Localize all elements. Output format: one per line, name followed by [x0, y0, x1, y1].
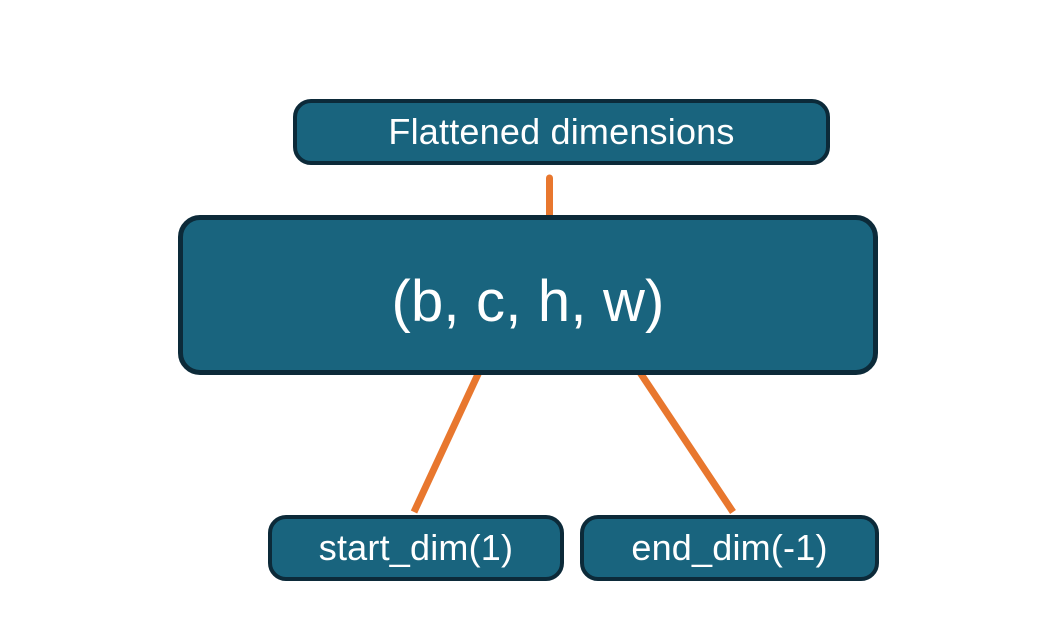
flattened-dimensions-box[interactable]: Flattened dimensions	[293, 99, 830, 165]
end-dim-label: end_dim(-1)	[631, 527, 828, 568]
start-dim-box[interactable]: start_dim(1)	[268, 515, 564, 581]
tensor-shape-box[interactable]: (b, c, h, w)	[178, 215, 878, 375]
tensor-shape-label: (b, c, h, w)	[391, 269, 665, 334]
end-dim-box[interactable]: end_dim(-1)	[580, 515, 879, 581]
start-dim-label: start_dim(1)	[318, 527, 514, 568]
flattened-dimensions-label: Flattened dimensions	[388, 111, 735, 152]
